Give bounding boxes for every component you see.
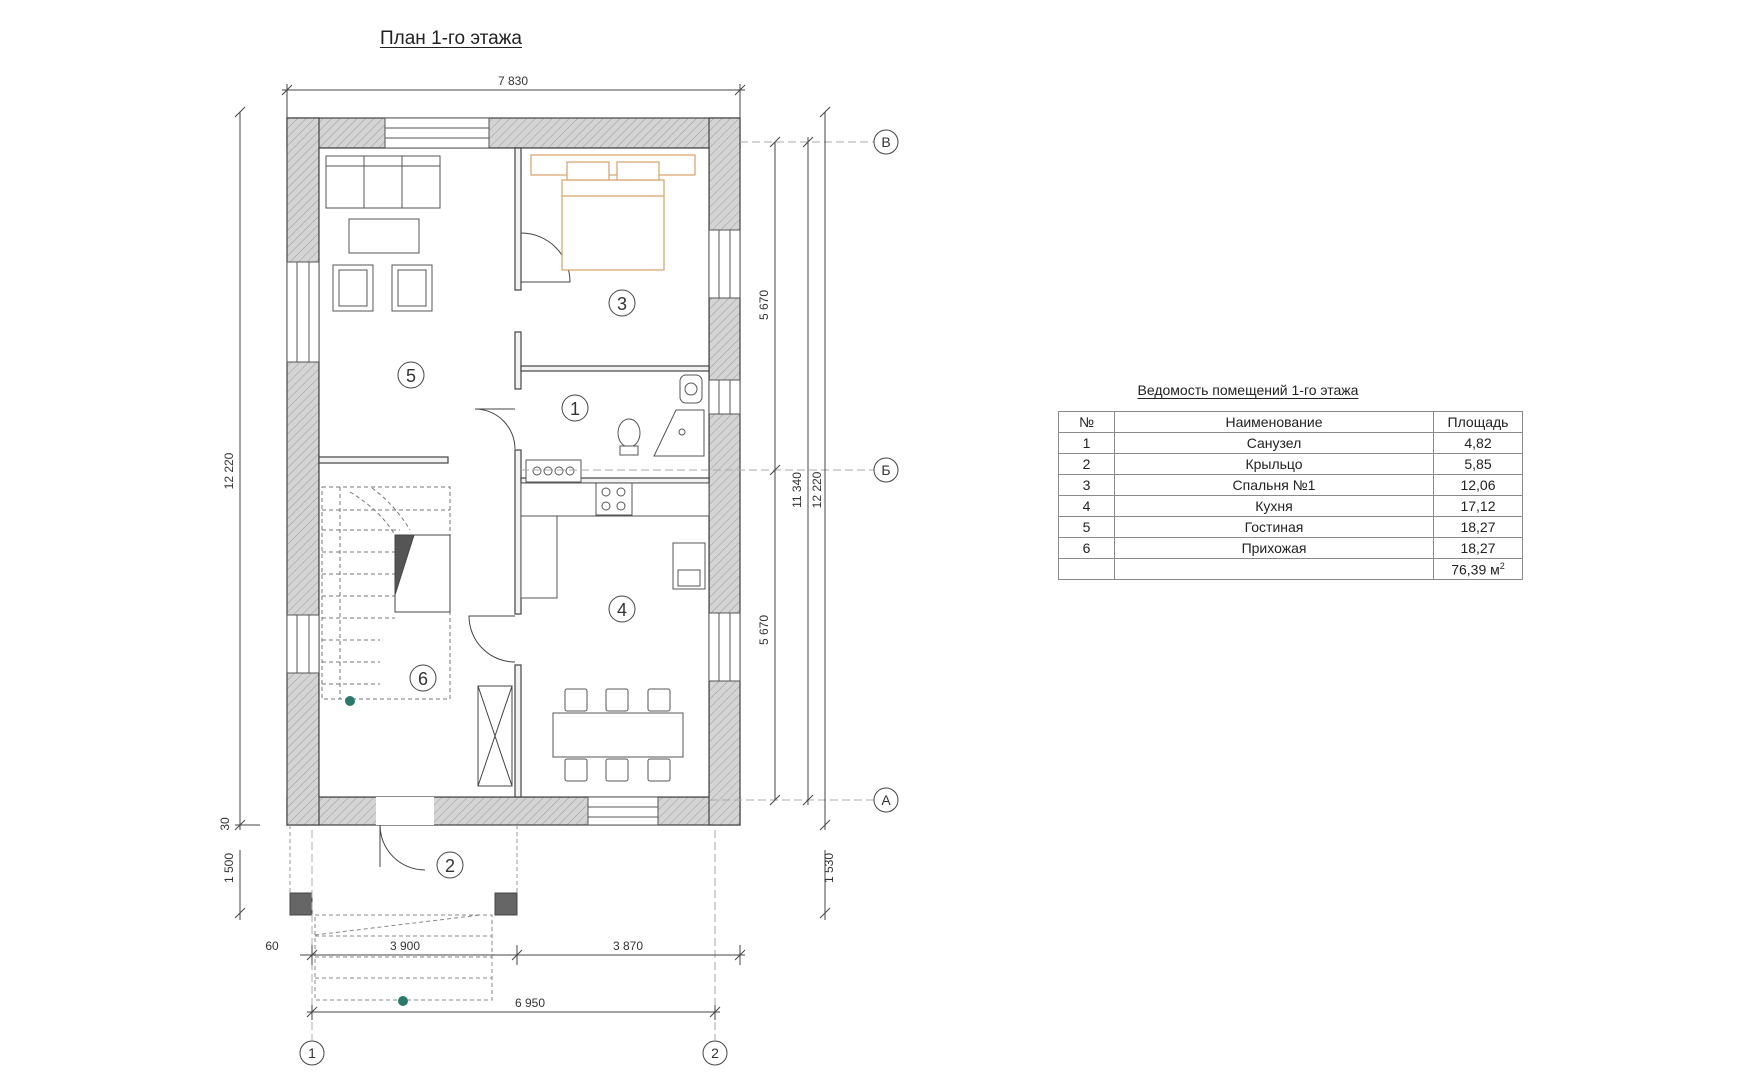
sofa — [325, 155, 441, 209]
dim-upper-span: 5 670 — [757, 290, 771, 320]
table-row: 6 Прихожая 18,27 — [1058, 537, 1523, 559]
stove — [595, 482, 633, 516]
window-left-upper — [286, 261, 320, 363]
dining-table — [552, 712, 684, 758]
porch-post-right — [494, 892, 518, 916]
dim-bottom-left: 3 900 — [390, 939, 420, 953]
doors — [379, 232, 571, 871]
room-number-4: 4 — [617, 600, 627, 620]
window-right-kitchen — [708, 612, 741, 682]
row-area: 18,27 — [1433, 516, 1523, 538]
windows — [286, 117, 741, 826]
wall-bottom — [286, 796, 741, 826]
window-left-lower — [286, 614, 320, 674]
row-name: Гостиная — [1114, 516, 1434, 538]
table-row: 2 Крыльцо 5,85 — [1058, 453, 1523, 475]
room-number-6: 6 — [418, 669, 428, 689]
room-number-1: 1 — [570, 399, 580, 419]
dim-bottom-right: 3 870 — [613, 939, 643, 953]
dim-outer-height: 12 220 — [810, 471, 824, 508]
window-top — [384, 117, 490, 149]
total-num — [1058, 558, 1115, 580]
porch-post-left — [289, 892, 313, 916]
dim-top-width: 7 830 — [498, 74, 528, 88]
row-num: 6 — [1058, 537, 1115, 559]
axis-label-b: Б — [881, 462, 890, 478]
row-area: 12,06 — [1433, 474, 1523, 496]
dim-step-offset: 30 — [218, 817, 232, 831]
dim-inner-height: 11 340 — [790, 472, 804, 508]
row-name: Санузел — [1114, 432, 1434, 454]
row-area: 18,27 — [1433, 537, 1523, 559]
row-num: 4 — [1058, 495, 1115, 517]
wall-left — [286, 117, 320, 826]
porch-steps — [314, 914, 493, 1001]
marker-dots — [345, 696, 408, 1006]
dim-left-height: 12 220 — [222, 452, 236, 489]
row-area: 17,12 — [1433, 495, 1523, 517]
dim-bottom-small: 60 — [265, 939, 279, 953]
fridge — [520, 515, 558, 599]
entrance-opening — [376, 797, 434, 825]
dim-lower-span: 5 670 — [757, 615, 771, 645]
porch — [289, 825, 518, 1001]
bathroom-fixtures — [617, 374, 705, 457]
row-name: Спальня №1 — [1114, 474, 1434, 496]
table-header-row: № Наименование Площадь — [1058, 411, 1523, 433]
axis-label-a: А — [881, 792, 891, 808]
axis-label-v: В — [881, 134, 890, 150]
axis-label-1: 1 — [308, 1045, 316, 1061]
schedule-title: Ведомость помещений 1-го этажа — [1137, 382, 1359, 398]
table-row: 4 Кухня 17,12 — [1058, 495, 1523, 517]
wall-right — [708, 117, 741, 826]
dim-bottom-total: 6 950 — [515, 996, 545, 1010]
stair-landing — [394, 534, 513, 787]
kitchen-fixtures — [520, 459, 710, 782]
room-markers — [397, 289, 636, 879]
window-right-bedroom — [708, 229, 741, 299]
row-num: 3 — [1058, 474, 1115, 496]
row-num: 1 — [1058, 432, 1115, 454]
page-title: План 1-го этажа — [380, 28, 522, 49]
dim-porch-right: 1 530 — [822, 853, 836, 883]
row-area: 4,82 — [1433, 432, 1523, 454]
radiator — [525, 459, 582, 483]
header-area: Площадь — [1433, 411, 1523, 433]
row-num: 5 — [1058, 516, 1115, 538]
table-row: 3 Спальня №1 12,06 — [1058, 474, 1523, 496]
row-name: Прихожая — [1114, 537, 1434, 559]
partitions — [318, 147, 710, 798]
room-number-5: 5 — [406, 366, 416, 386]
dimension-lines — [234, 84, 831, 1020]
table-row: 5 Гостиная 18,27 — [1058, 516, 1523, 538]
total-area: 76,39 м2 — [1433, 558, 1523, 580]
axis-markers — [299, 129, 899, 1066]
window-right-bath — [708, 379, 741, 415]
total-area-unit-sup: 2 — [1499, 560, 1505, 571]
bed — [530, 154, 696, 271]
wall-top — [286, 117, 741, 149]
header-num: № — [1058, 411, 1115, 433]
table-total-row: 76,39 м2 — [1058, 558, 1523, 580]
room-number-2: 2 — [445, 856, 455, 876]
row-area: 5,85 — [1433, 453, 1523, 475]
row-num: 2 — [1058, 453, 1115, 475]
rooms-schedule-table: № Наименование Площадь 1 Санузел 4,82 2 … — [1058, 411, 1523, 580]
total-name — [1114, 558, 1434, 580]
table-row: 1 Санузел 4,82 — [1058, 432, 1523, 454]
living-furniture — [325, 155, 441, 312]
header-name: Наименование — [1114, 411, 1434, 433]
coffee-table — [348, 218, 420, 254]
row-name: Крыльцо — [1114, 453, 1434, 475]
axis-label-2: 2 — [711, 1045, 719, 1061]
dim-porch-left: 1 500 — [222, 853, 236, 883]
row-name: Кухня — [1114, 495, 1434, 517]
window-bottom — [587, 796, 659, 826]
total-area-value: 76,39 м — [1451, 561, 1500, 578]
dimension-texts: 7 830 12 220 5 670 5 670 11 340 12 220 1… — [218, 74, 836, 1010]
toilet — [617, 418, 641, 448]
room-number-3: 3 — [617, 294, 627, 314]
